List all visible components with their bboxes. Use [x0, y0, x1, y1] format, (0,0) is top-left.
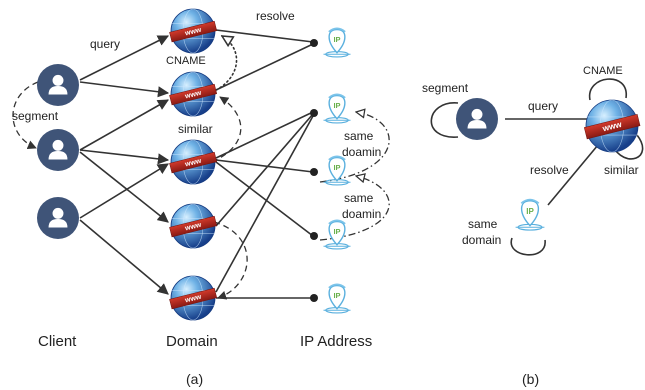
ip-badge-text: IP: [333, 163, 340, 172]
label-cname: CNAME: [166, 55, 206, 67]
edge-b-resolve: [547, 144, 599, 206]
label-b-similar: similar: [604, 163, 639, 177]
edge-query-c1-d1: [79, 35, 170, 81]
ip-badge-text: IP: [526, 207, 534, 216]
edge-d3-ip2: [215, 111, 314, 159]
panel-b-labels: segment query CNAME similar resolve same…: [422, 65, 639, 387]
edge-d4-ip2: [215, 113, 314, 227]
ip-node-4: IP: [323, 219, 351, 250]
panel-a-labels: query segment resolve CNAME similar same…: [12, 9, 381, 387]
edge-cname-d2-d1: [211, 36, 238, 93]
domain-node-5: www: [169, 275, 218, 321]
edge-resolve-d2-ip1: [215, 43, 314, 91]
www-badge-text: www: [183, 222, 202, 233]
www-badge-text: www: [183, 90, 202, 101]
client-node-3: [37, 197, 79, 239]
client-node-b: [456, 98, 498, 140]
edge-similar-d4-d5: [213, 221, 248, 300]
label-b-segment: segment: [422, 81, 469, 95]
domain-node-4: www: [169, 203, 218, 249]
www-badge-text: www: [183, 158, 202, 169]
edge-segment-c1-c2: [12, 81, 39, 150]
www-badge-text: www: [183, 294, 202, 305]
www-badge-text: www: [183, 27, 202, 38]
caption-a: (a): [186, 371, 203, 387]
ip-node-b: IP: [515, 198, 545, 231]
ip-dot-3: [310, 168, 318, 176]
label-same-domain-2a: same: [344, 191, 374, 205]
ip-node-2: IP: [323, 93, 351, 124]
edge-samedomain-ip4-ip3: [319, 176, 390, 241]
ip-dot-2: [310, 109, 318, 117]
edge-c3-d3: [79, 163, 169, 219]
ip-dot-4: [310, 232, 318, 240]
www-badge-text: www: [600, 119, 623, 134]
label-b-same-domain-a: same: [468, 217, 498, 231]
edge-c2-d3: [79, 149, 170, 165]
label-query: query: [90, 37, 120, 51]
domain-node-2: www: [169, 71, 218, 117]
client-node-2: [37, 129, 79, 171]
client-node-1: [37, 64, 79, 106]
label-b-resolve: resolve: [530, 163, 569, 177]
edge-d5-ip2: [215, 115, 314, 293]
column-label-domain: Domain: [166, 333, 218, 350]
edge-query-c1-d2: [79, 81, 170, 98]
label-segment: segment: [12, 109, 59, 123]
edge-d3-ip3: [215, 159, 314, 173]
label-same-domain-1b: doamin: [342, 145, 381, 159]
ip-node-3: IP: [323, 155, 351, 186]
domain-node-b: www: [583, 99, 641, 153]
column-label-client: Client: [38, 333, 77, 350]
loop-b-same-domain: [510, 237, 546, 256]
label-same-domain-2b: doamin: [342, 207, 381, 221]
edge-c2-d4: [79, 151, 169, 223]
loop-b-segment: [430, 102, 459, 138]
ip-badge-text: IP: [333, 291, 340, 300]
label-similar: similar: [178, 122, 213, 136]
panel-b-edges: [430, 78, 644, 256]
ip-badge-text: IP: [333, 227, 340, 236]
edge-samedomain-ip3-ip2: [319, 112, 390, 183]
label-same-domain-1a: same: [344, 129, 374, 143]
caption-b: (b): [522, 371, 539, 387]
ip-badge-text: IP: [333, 35, 340, 44]
panel-a-ips: IP IP IP IP IP: [323, 27, 351, 314]
panel-a-edges: [12, 29, 390, 302]
label-b-same-domain-b: domain: [462, 233, 501, 247]
label-b-cname: CNAME: [583, 65, 623, 77]
ip-dot-1: [310, 39, 318, 47]
label-resolve: resolve: [256, 9, 295, 23]
label-b-query: query: [528, 99, 558, 113]
column-label-ip-address: IP Address: [300, 333, 372, 350]
ip-dot-5: [310, 294, 318, 302]
edge-d3-ip4: [215, 161, 314, 237]
edge-c3-d5: [79, 219, 169, 295]
domain-node-3: www: [169, 139, 218, 185]
domain-node-1: www: [169, 8, 218, 54]
panel-a-clients: [37, 64, 79, 239]
ip-badge-text: IP: [333, 101, 340, 110]
edge-resolve-d1-ip1: [215, 29, 314, 43]
edge-c2-d2: [79, 99, 169, 151]
ip-node-5: IP: [323, 283, 351, 314]
ip-node-1: IP: [323, 27, 351, 58]
edge-similar-d3-d2: [211, 96, 242, 163]
loop-b-cname: [589, 78, 627, 101]
panel-a-domains: www www www www www: [169, 8, 218, 321]
